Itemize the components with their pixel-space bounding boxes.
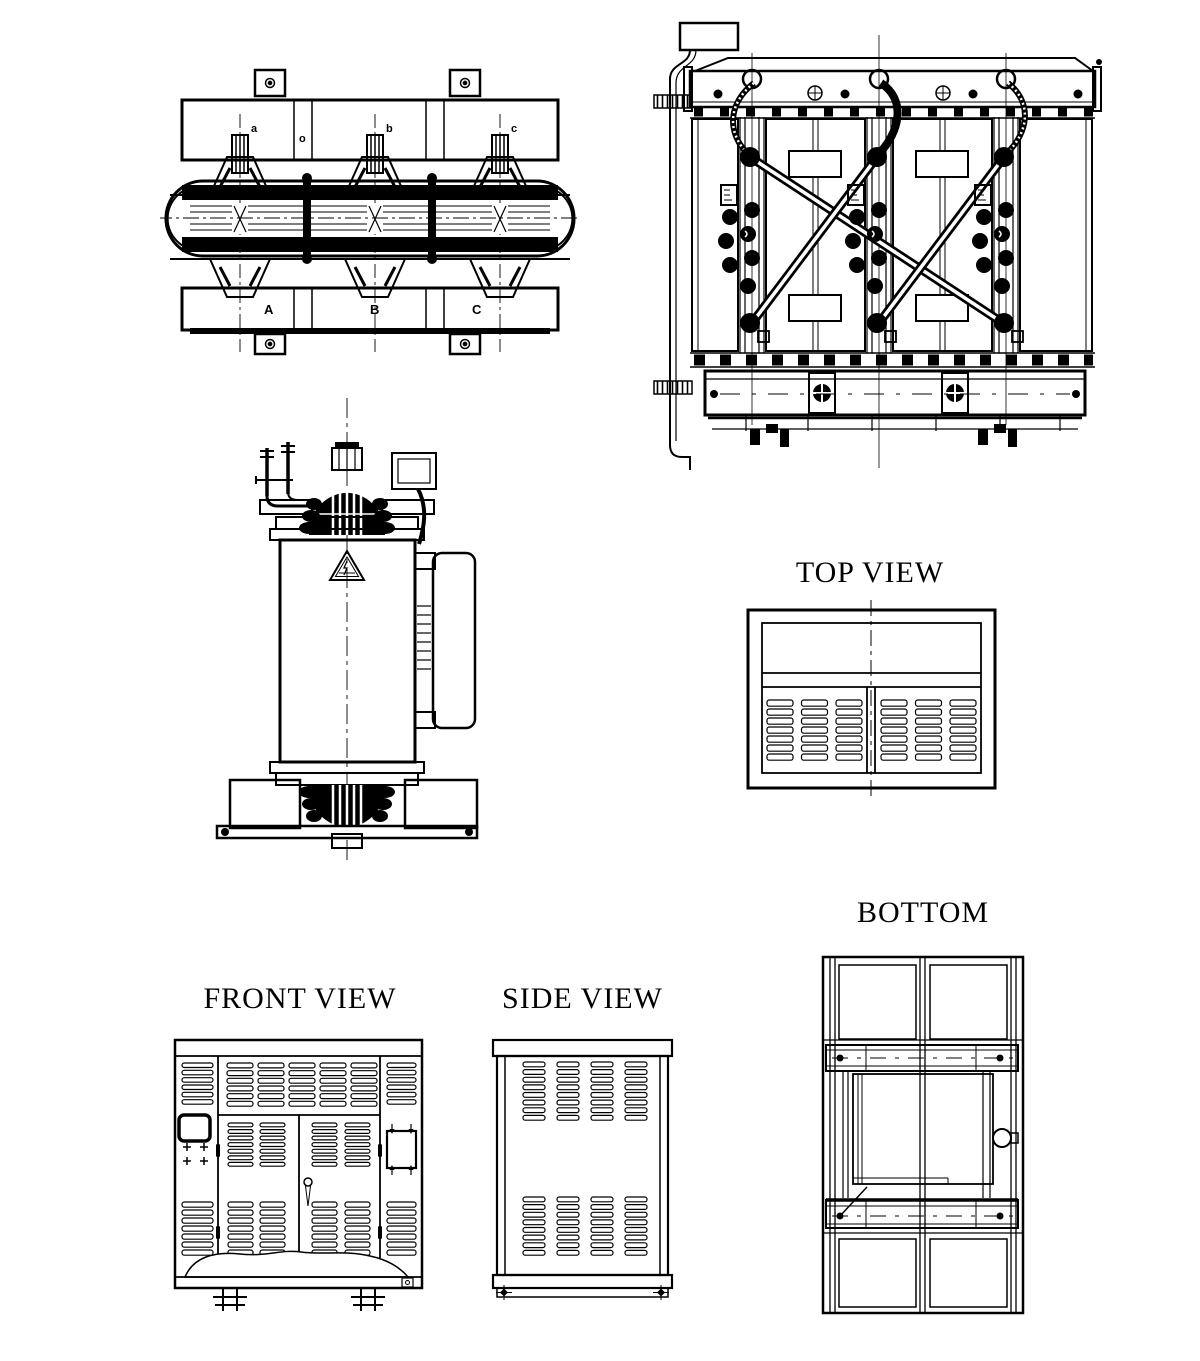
foot-clamps (750, 424, 1017, 447)
base-bolt-marks (496, 1285, 669, 1300)
hv-bushing (231, 134, 509, 174)
upper-right-bracket (391, 452, 437, 545)
base-rail (708, 415, 1082, 447)
coil-body (278, 538, 417, 764)
louver-right-column-top (386, 1062, 417, 1105)
louver-group-left (766, 699, 863, 761)
enclosure-top-view-drawing (746, 600, 997, 796)
base-and-feet (215, 778, 479, 840)
enclosure-bottom-view-drawing (821, 955, 1025, 1315)
enclosure-front-view-drawing (173, 1038, 424, 1311)
front-view-label: FRONT VIEW (203, 982, 397, 1015)
louver-left-door-bottom (227, 1201, 286, 1256)
enclosure-side-view-drawing (491, 1038, 674, 1300)
rear-duct (414, 551, 477, 730)
middle-opening (842, 1071, 1019, 1198)
mounting-marks (183, 1143, 208, 1165)
terminal-label-c: c (511, 123, 517, 135)
jacking-feet (213, 1288, 385, 1311)
flexible-straps (730, 79, 1028, 158)
louver-right-door-top (311, 1122, 371, 1167)
bottom-view-label: BOTTOM (856, 896, 990, 929)
louver-right-column-bottom (386, 1201, 417, 1256)
louver-group-bottom (522, 1196, 648, 1256)
lifting-lug (253, 332, 482, 356)
enclosure-outline (821, 955, 1025, 1315)
conduit-clamp (653, 380, 693, 395)
core-coil-side-drawing (215, 398, 479, 862)
terminal-label-A: A (264, 302, 274, 317)
terminal-label-B: B (370, 302, 379, 317)
coil-limbs (691, 118, 1093, 352)
conduit-junction-box (653, 21, 740, 470)
terminal-label-b: b (386, 123, 393, 135)
bottom-channel-beam (703, 369, 1087, 417)
core-coil-plan-drawing: a o b c (160, 68, 580, 356)
terminal-label-o: o (299, 133, 306, 145)
lower-insulator-cones (170, 258, 570, 298)
louver-right-door-bottom (311, 1201, 371, 1256)
lifting-lug (253, 68, 482, 98)
channel-beam-lower (825, 1186, 1019, 1229)
door-hinges (216, 1144, 382, 1239)
louver-top-band (226, 1062, 378, 1107)
nameplate (177, 1113, 212, 1143)
bottom-clamp-band (690, 352, 1095, 368)
terminal-label-a: a (251, 123, 258, 135)
top-clamp-plate (180, 98, 560, 162)
tap-terminal-clusters (718, 184, 1014, 294)
louver-left-column-top (181, 1062, 214, 1105)
top-view-label: TOP VIEW (795, 556, 945, 589)
terminal-label-C: C (472, 302, 482, 317)
louver-left-door-top (227, 1122, 286, 1167)
bottom-clamp-plate (180, 286, 560, 334)
top-piping (255, 442, 318, 508)
warning-triangle-icon (328, 549, 366, 581)
louver-group-right (880, 699, 977, 761)
door-knob (992, 1128, 1012, 1148)
louver-left-column-bottom (181, 1201, 214, 1256)
enclosure-outline (173, 1038, 424, 1290)
terminal-box (385, 1124, 418, 1175)
side-view-label: SIDE VIEW (502, 982, 663, 1015)
louver-group-top (522, 1061, 648, 1121)
coil-capsule (164, 173, 576, 264)
channel-beam-upper (825, 1044, 1019, 1072)
door-handle (303, 1177, 313, 1207)
cable-boot (183, 1250, 410, 1278)
upper-winding-head (259, 442, 435, 535)
conduit-clamp (653, 94, 693, 109)
core-coil-front-drawing (653, 21, 1102, 470)
